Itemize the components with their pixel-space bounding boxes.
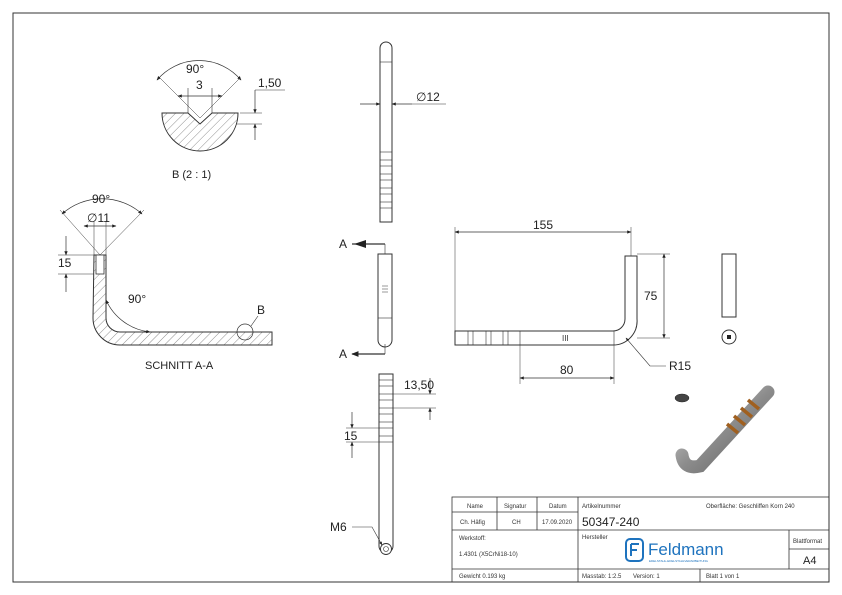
header-signatur: Signatur [504,504,526,510]
detail-b-label: B (2 : 1) [172,169,211,181]
detail-b-depth: 1,50 [258,76,282,90]
detail-b-view: 90° 3 1,50 B (2 : 1) [156,60,285,181]
blattformat-value: A4 [803,555,816,567]
cut-marker-top: A [339,237,347,251]
article-number: 50347-240 [582,515,640,529]
feldmann-logo-icon [625,538,644,562]
cut-marker-bottom: A [339,347,347,361]
hersteller-label: Hersteller [582,535,608,541]
section-bend-angle: 90° [128,292,146,306]
radius-dimension: R15 [669,359,691,373]
version-text: Version: 1 [633,574,660,580]
cut-view-rod [377,253,393,348]
end-view [721,253,737,345]
sheet-count-text: Blatt 1 von 1 [706,574,740,580]
drafter-signature: CH [512,520,521,526]
weight-text: Gewicht 0.193 kg [459,574,505,580]
section-depth: 15 [58,256,72,270]
groove-length-dimension: 15 [344,429,358,443]
detail-b-width: 3 [196,78,203,92]
blattformat-label: Blattformat [793,539,822,545]
main-view-mark: III [562,334,569,343]
section-aa-label: SCHNITT A-A [145,360,214,372]
pitch-view-rod [378,373,394,554]
header-name: Name [467,504,484,510]
section-diameter: ∅11 [87,211,110,225]
drafter-name: Ch. Häfig [460,520,485,526]
drawing-date: 17.09.2020 [542,520,573,526]
detail-b-angle: 90° [186,62,204,76]
header-artikelnummer: Artikelnummer [582,504,621,510]
section-angle-top: 90° [92,192,110,206]
section-aa-view: 90° ∅11 15 90° B SCHNITT A-A [58,192,273,372]
title-block-text: Name Signatur Datum Artikelnummer Oberfl… [459,504,822,580]
feldmann-logo-text: Feldmann [648,540,724,559]
grooved-length-dimension: 80 [560,363,574,377]
front-view-diameter: ∅12 [416,90,440,104]
title-block [451,496,830,583]
feldmann-logo-tagline: EDELSTAHL-EDELSTAHLVERARBEITUNG [649,559,709,563]
thread-callout: M6 [330,520,347,534]
scale-text: Masstab: 1:2.5 [582,574,622,580]
werkstoff-label: Werkstoff: [459,536,486,542]
werkstoff-value: 1.4301 (X5CrNi18-10) [459,552,518,558]
pitch-dimension: 13,50 [404,378,434,392]
front-view-rod [379,41,393,223]
header-datum: Datum [549,504,567,510]
header-oberflaeche: Oberfläche: Geschliffen Korn 240 [706,504,795,510]
cut-view: A A [339,237,393,361]
pitch-view: 13,50 15 M6 [330,373,436,555]
iso-render [674,385,775,474]
main-view: 155 75 R15 80 III [454,218,691,384]
length-dimension: 155 [533,218,553,232]
detail-b-section [161,112,239,152]
main-view-rod [454,255,638,346]
feldmann-logo: Feldmann EDELSTAHL-EDELSTAHLVERARBEITUNG [625,538,724,563]
height-dimension: 75 [644,289,658,303]
end-view-rod [721,253,737,318]
section-aa-body [92,254,273,346]
front-view: ∅12 [360,41,446,223]
sheet-border [12,12,830,583]
section-marker-b: B [257,303,265,317]
